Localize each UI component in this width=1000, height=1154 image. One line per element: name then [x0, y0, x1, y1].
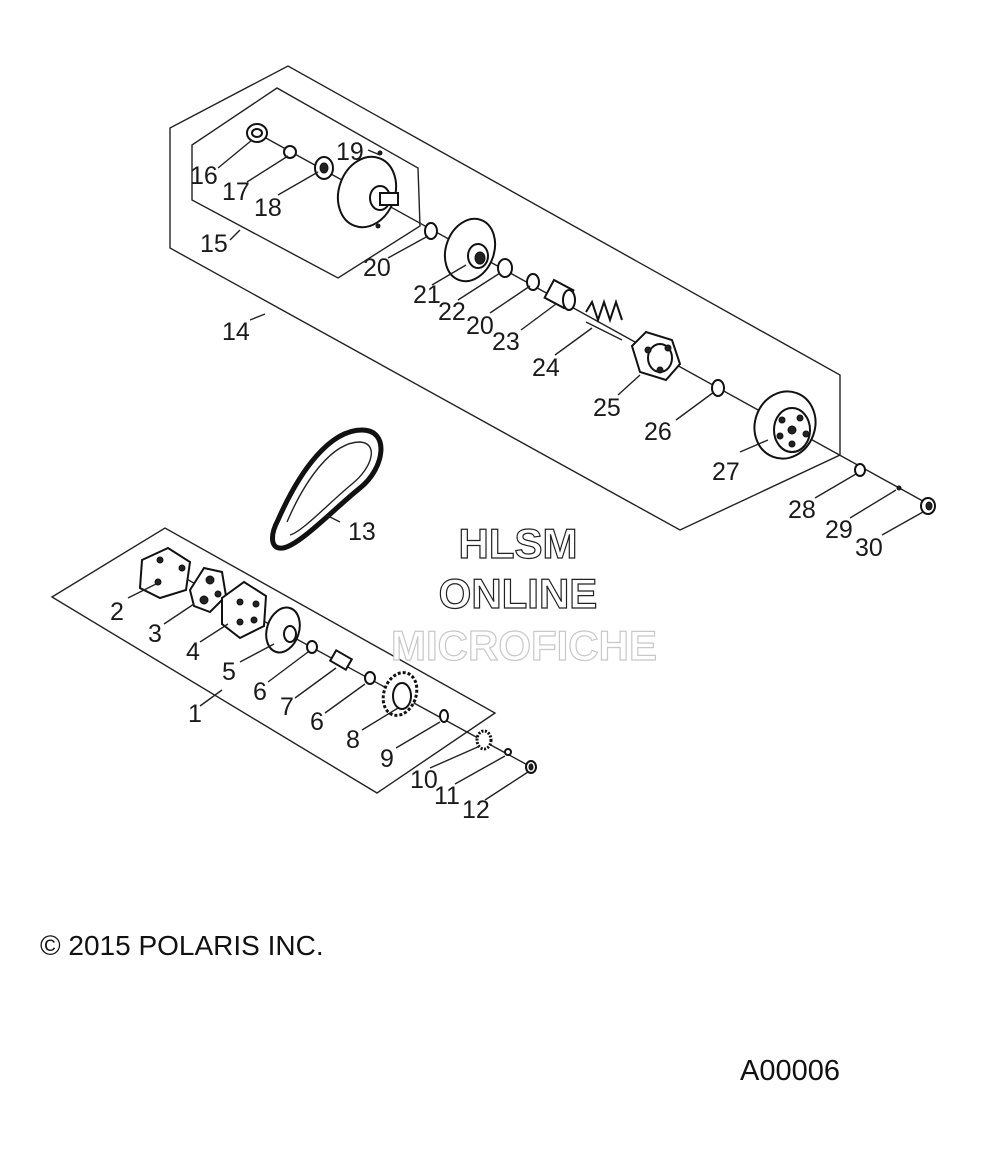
callout-27: 27: [712, 458, 740, 486]
watermark-line-2: ONLINE: [439, 570, 598, 617]
callout-9: 9: [380, 745, 394, 773]
callout-30: 30: [855, 534, 883, 562]
callout-19: 19: [336, 138, 364, 166]
part-3-spider: [188, 566, 228, 614]
figure-code: A00006: [740, 1055, 840, 1087]
callout-24: 24: [532, 354, 560, 382]
part-16-bushing: [246, 123, 268, 143]
part-28-washer: [854, 463, 866, 477]
callout-labels: 1 2 3 4 5 6 7 6 8 9 10 11 12 13 14 15 16…: [110, 138, 883, 824]
callout-20: 20: [363, 254, 391, 282]
part-9-washer: [439, 709, 449, 723]
part-24-spring: [585, 298, 623, 341]
part-18-bearing: [314, 156, 334, 180]
callout-22: 22: [438, 298, 466, 326]
callout-15: 15: [200, 230, 228, 258]
callout-6-second: 6: [310, 708, 324, 736]
watermark: HLSM ONLINE MICROFICHE: [390, 519, 657, 669]
part-2-plate: [138, 546, 192, 600]
callout-12: 12: [462, 796, 490, 824]
callout-17: 17: [222, 178, 250, 206]
callout-25: 25: [593, 394, 621, 422]
part-6-washer: [306, 640, 318, 654]
part-22-washer: [497, 258, 513, 278]
callout-1: 1: [188, 700, 202, 728]
callout-13: 13: [348, 518, 376, 546]
callout-6: 6: [253, 678, 267, 706]
callout-18: 18: [254, 194, 282, 222]
callout-10: 10: [410, 766, 438, 794]
part-19-fixed-sheave: [336, 150, 399, 229]
part-21-movable-sheave: [443, 217, 497, 283]
callout-8: 8: [346, 726, 360, 754]
callout-2: 2: [110, 598, 124, 626]
part-7-bushing: [328, 648, 354, 672]
part-25-cam: [630, 330, 682, 382]
part-8-gear: [381, 671, 419, 717]
callout-3: 3: [148, 620, 162, 648]
assembly-1-frame: [50, 527, 497, 794]
part-5-sheave: [265, 606, 301, 654]
assembly-15-frame: [191, 87, 421, 279]
callout-28: 28: [788, 496, 816, 524]
leader-lines: [127, 139, 924, 801]
callout-23: 23: [492, 328, 520, 356]
part-12-nut: [525, 760, 537, 774]
part-26-washer: [711, 379, 725, 397]
part-27-drum: [753, 390, 817, 460]
callout-7: 7: [280, 693, 294, 721]
part-30-nut: [920, 497, 936, 515]
callout-21: 21: [413, 281, 441, 309]
copyright-notice: © 2015 POLARIS INC.: [40, 930, 324, 961]
part-20-oring: [424, 222, 438, 240]
callout-29: 29: [825, 516, 853, 544]
callout-14: 14: [222, 318, 250, 346]
part-4-plate: [221, 580, 268, 640]
watermark-line-1: HLSM: [459, 520, 578, 567]
callout-4: 4: [186, 638, 200, 666]
part-23-sleeve: [543, 278, 576, 311]
callout-16: 16: [190, 162, 218, 190]
callout-26: 26: [644, 418, 672, 446]
callout-5: 5: [222, 658, 236, 686]
watermark-line-3: MICROFICHE: [391, 622, 657, 669]
callout-20-second: 20: [466, 312, 494, 340]
part-11-washer: [504, 748, 512, 756]
part-6-washer-second: [364, 671, 376, 685]
part-10-gear: [475, 729, 493, 751]
callout-11: 11: [434, 782, 460, 810]
part-29-pin: [896, 485, 902, 491]
part-17-ring: [283, 145, 297, 159]
part-13-belt: [270, 427, 384, 551]
